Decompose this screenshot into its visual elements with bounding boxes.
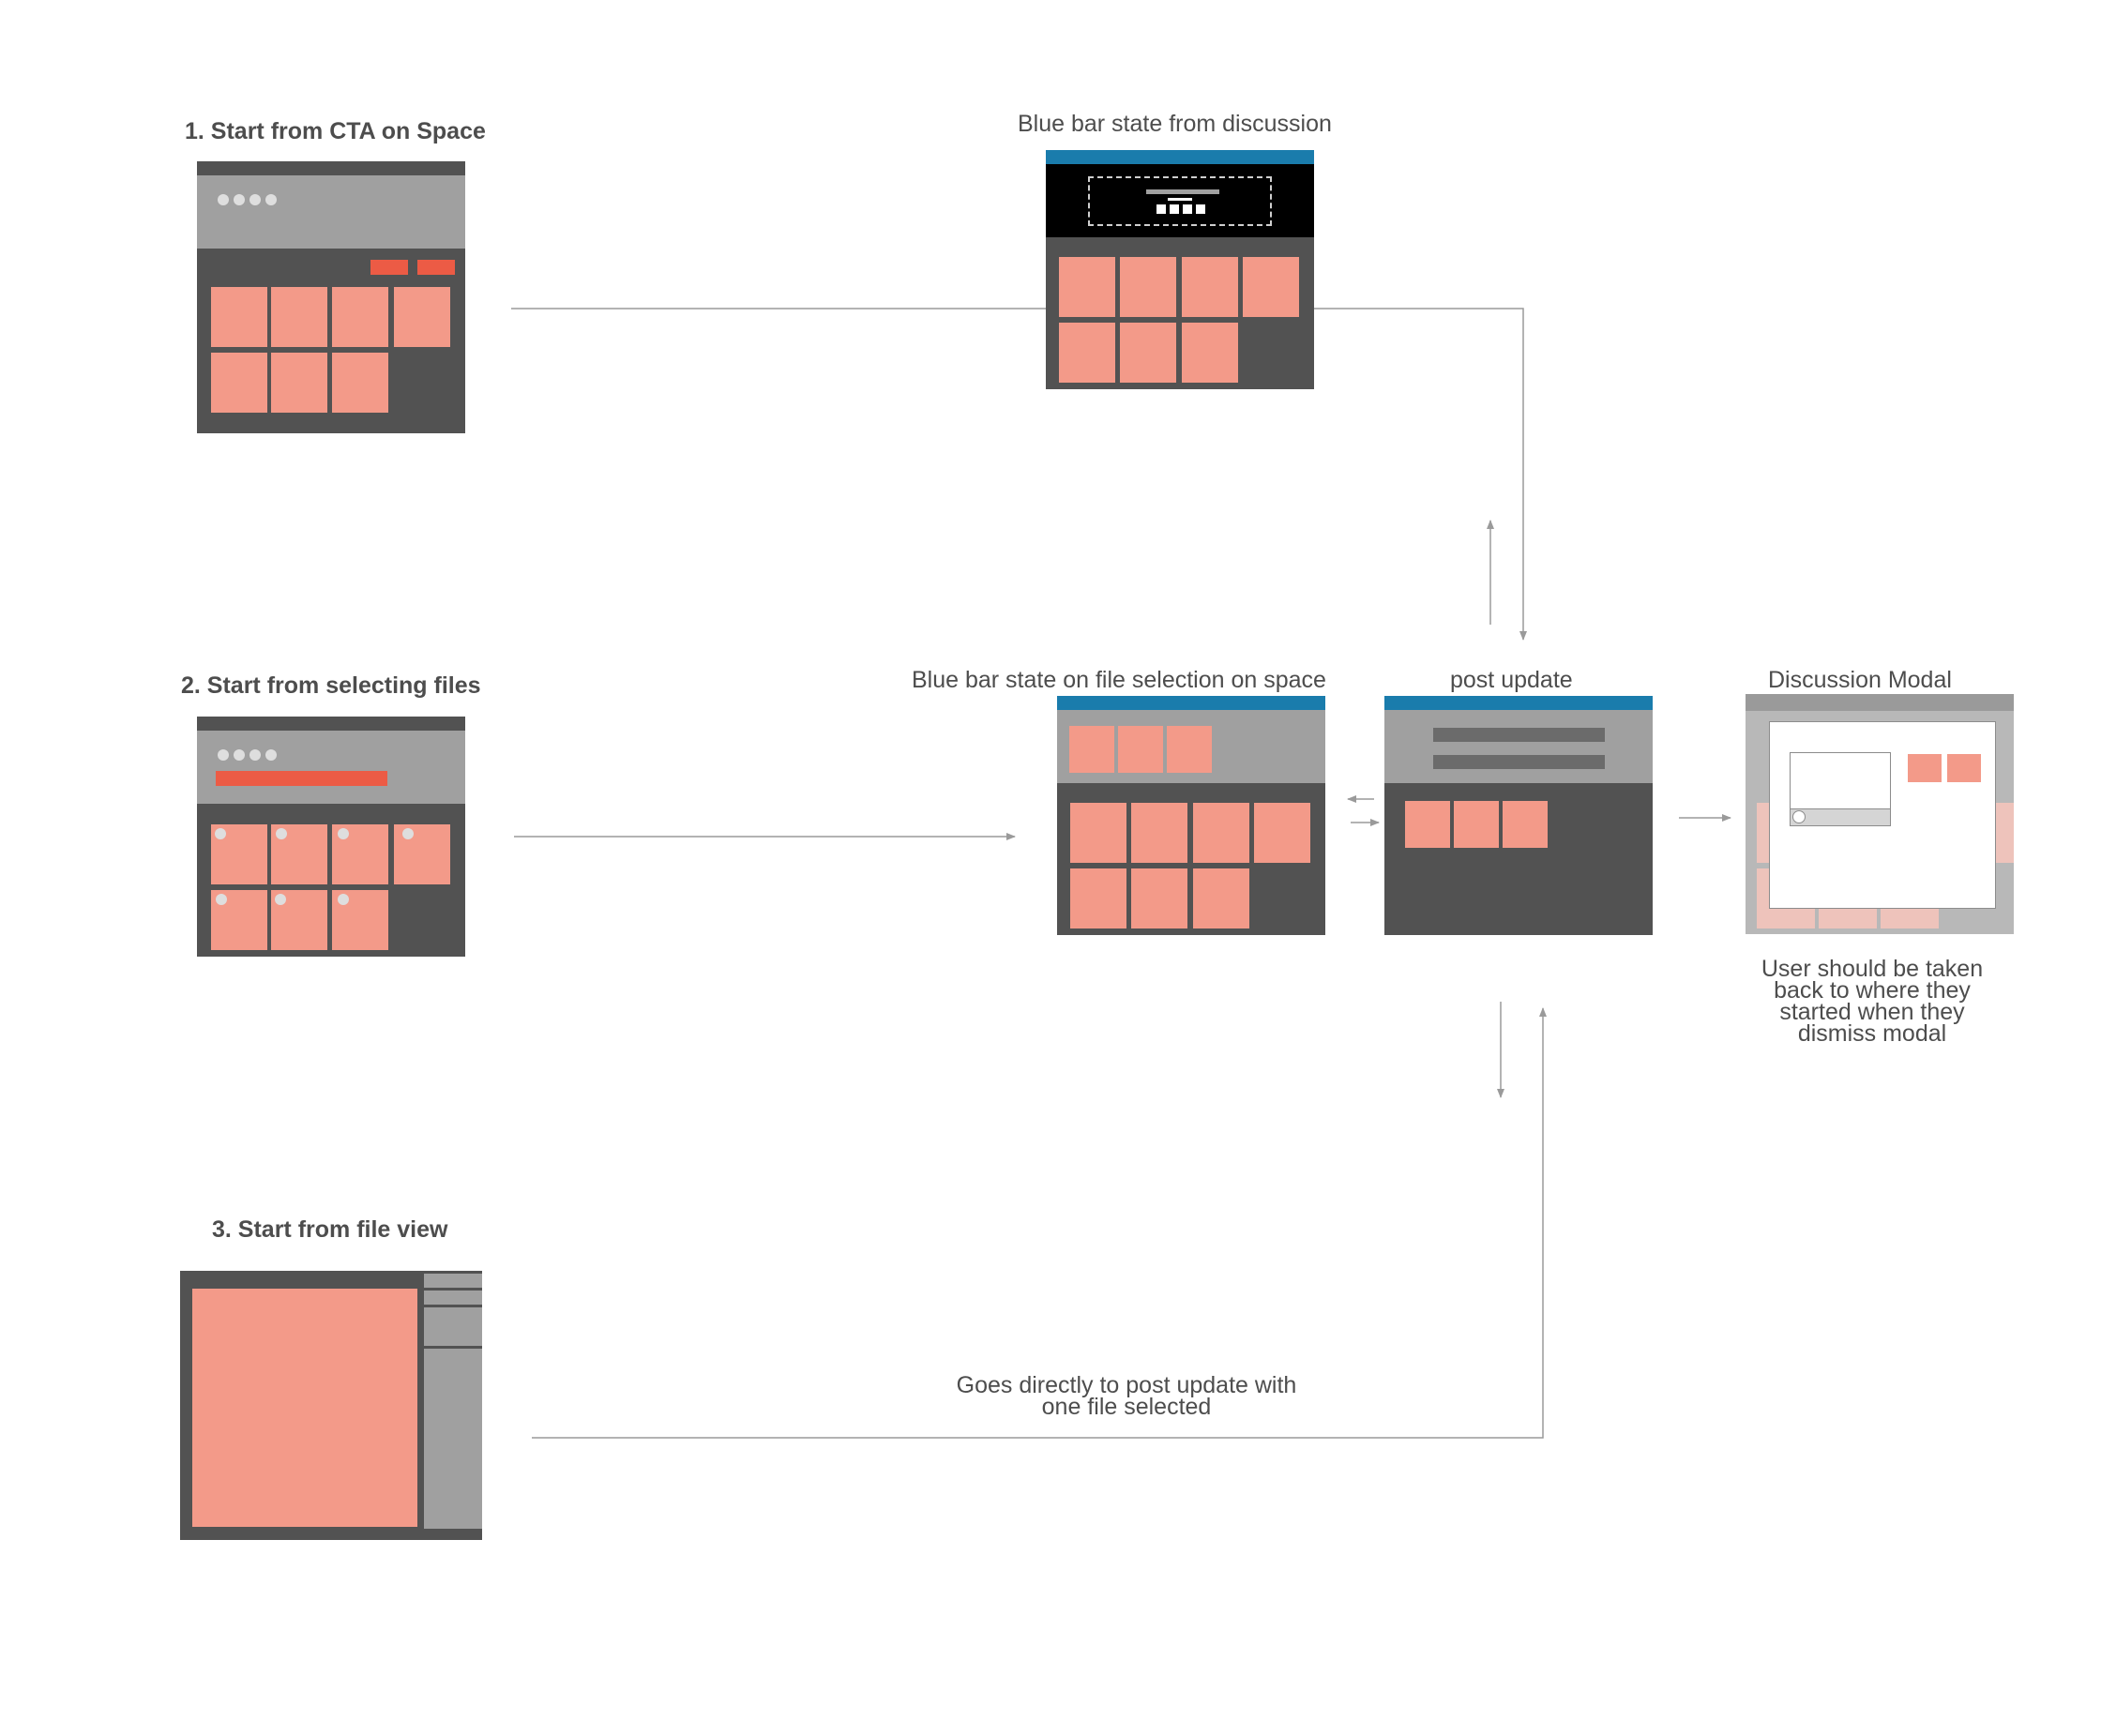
select-checkbox bbox=[215, 828, 226, 839]
drop-zone-line bbox=[1168, 198, 1192, 201]
wireframe-file-view bbox=[180, 1271, 482, 1540]
cta-button bbox=[417, 260, 455, 275]
file-tile bbox=[211, 353, 267, 413]
blue-bar bbox=[1057, 696, 1325, 710]
file-tile bbox=[271, 353, 327, 413]
file-tile bbox=[1254, 803, 1310, 863]
wireframe-selecting-files bbox=[197, 717, 465, 957]
header-dot bbox=[218, 194, 229, 205]
note-line: started when they bbox=[1779, 999, 1965, 1025]
wireframe-cta-space bbox=[197, 161, 465, 433]
label-blue-bar-discussion: Blue bar state from discussion bbox=[1018, 111, 1332, 137]
header-dot bbox=[218, 749, 229, 761]
cta-button bbox=[370, 260, 408, 275]
drop-zone-square bbox=[1170, 204, 1179, 214]
header-dot bbox=[234, 194, 245, 205]
select-checkbox bbox=[338, 828, 349, 839]
note-line: back to where they bbox=[1774, 977, 1971, 1004]
label-blue-bar-file-selection: Blue bar state on file selection on spac… bbox=[912, 667, 1326, 693]
post-header bbox=[1384, 710, 1653, 783]
file-preview bbox=[192, 1289, 417, 1527]
selection-bar bbox=[216, 771, 387, 786]
header-dot bbox=[249, 194, 261, 205]
header-dot bbox=[249, 749, 261, 761]
file-tile bbox=[1059, 323, 1115, 383]
wireframe-post-update bbox=[1384, 696, 1653, 935]
side-panel-divider bbox=[424, 1305, 482, 1307]
file-tile bbox=[1070, 868, 1126, 928]
note-line: dismiss modal bbox=[1797, 1020, 1947, 1047]
drop-zone-square bbox=[1156, 204, 1166, 214]
select-checkbox bbox=[275, 894, 286, 905]
attached-file-tile bbox=[1405, 801, 1450, 848]
file-tile bbox=[332, 353, 388, 413]
text-line bbox=[1433, 728, 1605, 742]
selected-file-tile bbox=[1069, 726, 1114, 773]
side-panel bbox=[424, 1274, 482, 1529]
file-tile bbox=[1182, 257, 1238, 317]
blue-bar bbox=[1046, 150, 1314, 164]
header-dot bbox=[265, 749, 277, 761]
note-file-view-direct: Goes directly to post update with one fi… bbox=[920, 1372, 1333, 1420]
drop-zone-square bbox=[1183, 204, 1192, 214]
modal-file-tile bbox=[1908, 754, 1942, 782]
select-checkbox bbox=[338, 894, 349, 905]
label-start-cta: 1. Start from CTA on Space bbox=[185, 118, 486, 144]
side-panel-divider bbox=[424, 1346, 482, 1349]
file-tile bbox=[1193, 868, 1249, 928]
select-checkbox bbox=[276, 828, 287, 839]
note-dismiss-modal: User should be taken back to where they … bbox=[1741, 956, 2003, 1047]
file-tile bbox=[1131, 868, 1187, 928]
drop-zone-square bbox=[1196, 204, 1205, 214]
note-line: User should be taken bbox=[1761, 956, 1984, 982]
file-tile bbox=[1059, 257, 1115, 317]
header-dot bbox=[265, 194, 277, 205]
attached-file-tile bbox=[1454, 801, 1499, 848]
text-line bbox=[1433, 755, 1605, 769]
modal-input-toolbar bbox=[1790, 808, 1891, 826]
file-tile bbox=[332, 287, 388, 347]
drop-zone-line bbox=[1146, 189, 1219, 194]
modal-attach-icon bbox=[1792, 810, 1806, 823]
header-dot bbox=[234, 749, 245, 761]
header-bar bbox=[197, 731, 465, 804]
backdrop-header bbox=[1746, 694, 2014, 711]
selected-file-tile bbox=[1167, 726, 1212, 773]
wireframe-blue-bar-discussion bbox=[1046, 150, 1314, 389]
label-start-selecting: 2. Start from selecting files bbox=[181, 672, 481, 699]
label-start-file-view: 3. Start from file view bbox=[212, 1216, 448, 1243]
label-discussion-modal: Discussion Modal bbox=[1768, 667, 1952, 693]
drop-zone bbox=[1088, 176, 1272, 226]
attached-file-tile bbox=[1503, 801, 1548, 848]
modal-file-tile bbox=[1947, 754, 1981, 782]
file-tile bbox=[1120, 257, 1176, 317]
side-panel-divider bbox=[424, 1288, 482, 1291]
file-tile bbox=[1070, 803, 1126, 863]
select-checkbox bbox=[402, 828, 414, 839]
select-checkbox bbox=[216, 894, 227, 905]
blue-bar bbox=[1384, 696, 1653, 710]
connector-file-view-to-post-update bbox=[532, 1007, 1547, 1439]
header-bar bbox=[197, 175, 465, 249]
wireframe-blue-bar-file-selection bbox=[1057, 696, 1325, 935]
file-tile bbox=[1182, 323, 1238, 383]
file-tile bbox=[1243, 257, 1299, 317]
selected-file-tile bbox=[1118, 726, 1163, 773]
file-tile bbox=[394, 287, 450, 347]
file-tile bbox=[1120, 323, 1176, 383]
note-line: one file selected bbox=[1041, 1394, 1212, 1420]
file-tile bbox=[1131, 803, 1187, 863]
file-tile bbox=[271, 287, 327, 347]
label-post-update: post update bbox=[1450, 667, 1573, 693]
file-tile bbox=[211, 287, 267, 347]
file-tile bbox=[1193, 803, 1249, 863]
wireframe-discussion-modal bbox=[1746, 694, 2014, 934]
connector-discussion-to-post-update bbox=[1314, 308, 1527, 641]
note-line: Goes directly to post update with bbox=[956, 1372, 1297, 1398]
